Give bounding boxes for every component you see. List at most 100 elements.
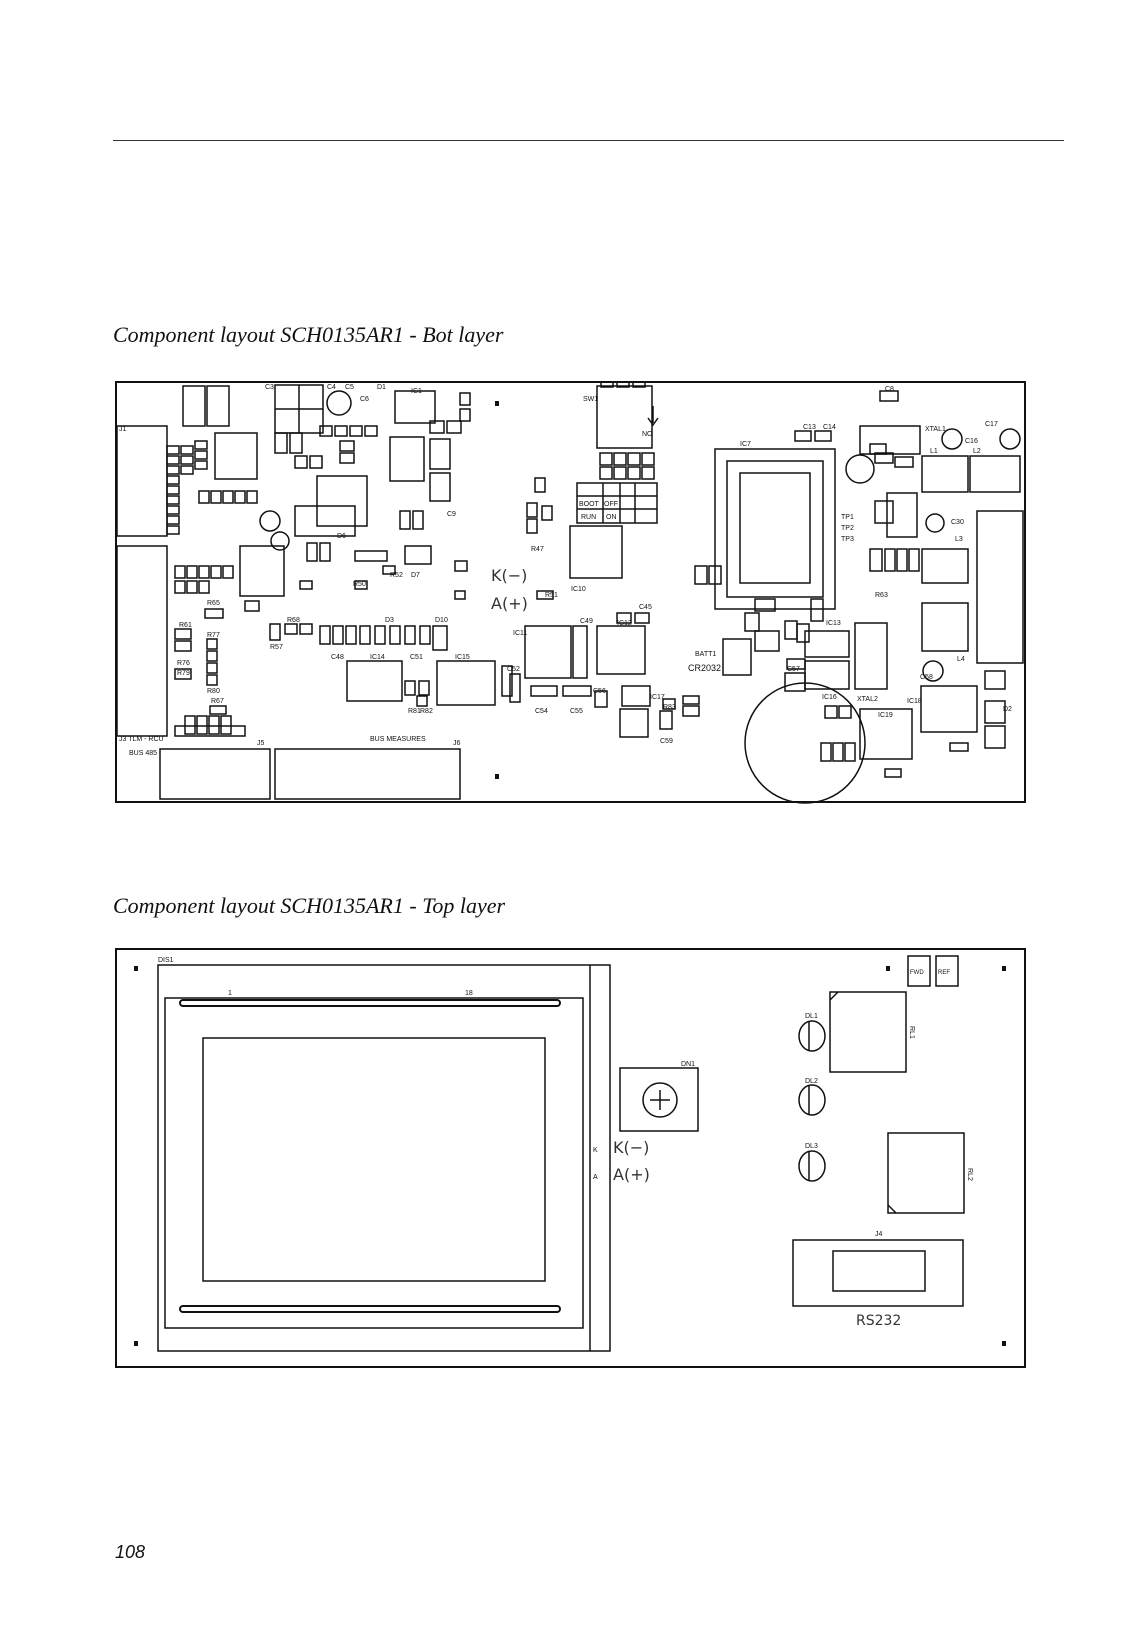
tp3-label: TP3 [841, 536, 854, 543]
pin1-label: 1 [228, 990, 232, 997]
page-number: 108 [115, 1542, 146, 1562]
top-anode-label: A(+) [613, 1165, 650, 1184]
top-layer-board: DIS1 1 18 DN1 K(−) A(+) K A DL1 DL2 DL3 … [115, 948, 1026, 1371]
c57-label: C57 [787, 666, 800, 673]
right-components [792, 955, 965, 1307]
c55-label: C55 [570, 708, 583, 715]
d3-label: D3 [385, 617, 394, 624]
bottom-center-cluster [524, 381, 722, 738]
display-module [157, 964, 611, 1352]
j6-label: J6 [453, 740, 461, 747]
top-layer-diagram: DIS1 1 18 DN1 K(−) A(+) K A DL1 DL2 DL3 … [115, 948, 1026, 1368]
r81-label: R81 [408, 708, 421, 715]
r51-label: R51 [545, 592, 558, 599]
a-label: A [593, 1174, 598, 1181]
xtal1-label: XTAL1 [925, 426, 946, 433]
trimmer-dn1 [619, 1067, 699, 1132]
c51-label: C51 [410, 654, 423, 661]
c17-label: C17 [985, 421, 998, 428]
c8-label: C8 [885, 386, 894, 393]
sw1-label: SW1 [583, 396, 598, 403]
ic7-label: IC7 [740, 441, 751, 448]
ic11-label: IC11 [513, 630, 527, 637]
off-label: OFF [604, 501, 618, 508]
bottom-layer-caption: Component layout SCH0135AR1 - Bot layer [113, 322, 504, 347]
r79-label: R79 [177, 670, 190, 677]
r67-label: R67 [211, 698, 224, 705]
r61-label: R61 [179, 622, 192, 629]
ic12-label: IC12 [617, 620, 632, 627]
rs232-label: RS232 [856, 1313, 901, 1329]
c6-label: C6 [360, 396, 369, 403]
d10-label: D10 [435, 617, 448, 624]
l3-label: L3 [955, 536, 963, 543]
pin18-label: 18 [465, 990, 473, 997]
bottom-layer-diagram: K(−) A(+) IC1 IC7 IC10 IC11 IC12 IC13 IC… [115, 381, 1026, 804]
bottom-layer-board: K(−) A(+) IC1 IC7 IC10 IC11 IC12 IC13 IC… [115, 381, 1026, 804]
r76-label: R76 [177, 660, 190, 667]
r47-label: R47 [531, 546, 544, 553]
d2-label: D2 [1003, 706, 1012, 713]
ic17-label: IC17 [650, 694, 665, 701]
bus485-label: BUS 485 [129, 750, 157, 757]
c48-label: C48 [331, 654, 344, 661]
c4-label: C4 [327, 384, 336, 391]
r80-label: R80 [207, 688, 220, 695]
r77-label: R77 [207, 632, 220, 639]
r63-label: R63 [875, 592, 888, 599]
dl1-label: DL1 [805, 1013, 818, 1020]
bottom-right-cluster [682, 390, 1024, 804]
r52-label: R52 [390, 572, 403, 579]
k-label: K [593, 1147, 598, 1154]
c30-label: C30 [951, 519, 964, 526]
l1-label: L1 [930, 448, 938, 455]
r68-label: R68 [287, 617, 300, 624]
d6-label: D6 [337, 533, 346, 540]
c56-label: C56 [593, 688, 606, 695]
j5-label: J5 [257, 740, 265, 747]
c49-label: C49 [580, 618, 593, 625]
r83-label: R83 [663, 704, 676, 711]
tp1-label: TP1 [841, 514, 854, 521]
l4-label: L4 [957, 656, 965, 663]
r82-label: R82 [420, 708, 433, 715]
ic19-label: IC19 [878, 712, 893, 719]
top-layer-caption: Component layout SCH0135AR1 - Top layer [113, 893, 506, 918]
bottom-fiducials [495, 401, 499, 779]
anode-label: A(+) [491, 594, 528, 613]
ic13-label: IC13 [826, 620, 841, 627]
no-label: NO [642, 431, 653, 438]
r65-label: R65 [207, 600, 220, 607]
c59-label: C59 [660, 738, 673, 745]
fwd-label: FWD [910, 970, 924, 976]
on-label: ON [606, 514, 617, 521]
bottom-left-cluster [116, 384, 521, 800]
boot-label: BOOT [579, 501, 600, 508]
ic16-label: IC16 [822, 694, 837, 701]
c14-label: C14 [823, 424, 836, 431]
c54-label: C54 [535, 708, 548, 715]
ref-label: REF [938, 970, 950, 976]
top-fiducials [134, 966, 1006, 1346]
c16-label: C16 [965, 438, 978, 445]
dn1-label: DN1 [681, 1061, 695, 1068]
ic18-label: IC18 [907, 698, 922, 705]
dl3-label: DL3 [805, 1143, 818, 1150]
c5-label: C5 [345, 384, 354, 391]
rl2-label: RL2 [966, 1168, 973, 1181]
cr2032-label: CR2032 [688, 663, 721, 673]
r50-label: R50 [353, 581, 366, 588]
j4-label: J4 [875, 1231, 883, 1238]
d7-label: D7 [411, 572, 420, 579]
c3-label: C3 [265, 384, 274, 391]
board-outline [115, 381, 1026, 803]
c58-label: C58 [920, 674, 933, 681]
run-label: RUN [581, 514, 596, 521]
c45-label: C45 [639, 604, 652, 611]
ic15-label: IC15 [455, 654, 470, 661]
ic14-label: IC14 [370, 654, 385, 661]
top-board-outline [115, 948, 1026, 1368]
tp2-label: TP2 [841, 525, 854, 532]
xtal2-label: XTAL2 [857, 696, 878, 703]
top-cathode-label: K(−) [613, 1138, 649, 1157]
